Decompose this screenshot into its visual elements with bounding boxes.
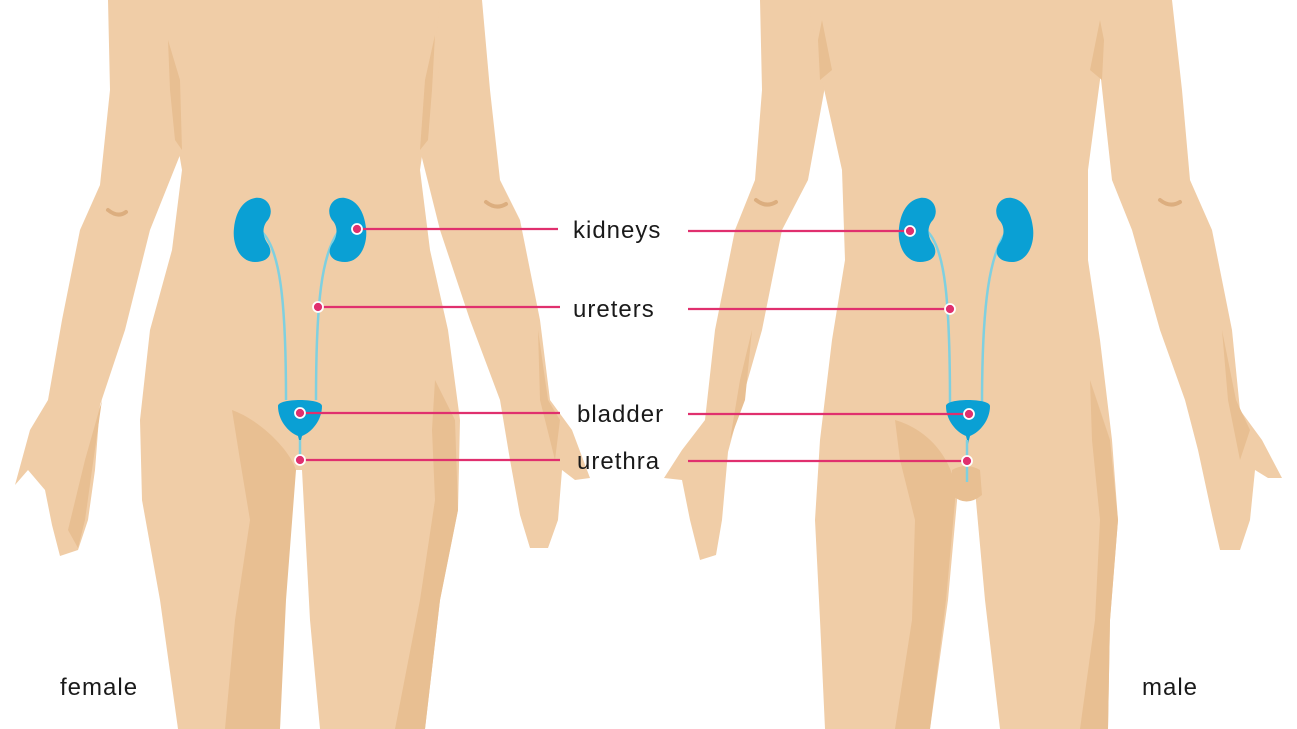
male-arm-shadow-right xyxy=(1222,330,1250,460)
female-torso xyxy=(140,0,460,729)
dot-kidneys-female xyxy=(351,223,363,235)
dot-bladder-male xyxy=(963,408,975,420)
label-bladder: bladder xyxy=(577,401,664,428)
male-elbow-crease-right xyxy=(1158,198,1182,207)
male-genital-shadow xyxy=(952,466,982,502)
dot-urethra-female xyxy=(294,454,306,466)
caption-male: male xyxy=(1142,674,1198,701)
female-elbow-crease-left xyxy=(106,208,128,217)
female-bladder xyxy=(278,400,322,444)
female-leg-shadow-left xyxy=(225,410,296,729)
male-bladder xyxy=(946,400,990,444)
male-left-arm xyxy=(664,0,828,560)
male-kidney-left xyxy=(898,197,936,262)
male-figure xyxy=(664,0,1282,729)
male-arm-shadow-left xyxy=(730,330,752,440)
male-leg-shadow-right xyxy=(1080,380,1118,729)
male-ureter-left xyxy=(927,231,952,406)
label-kidneys: kidneys xyxy=(573,217,661,244)
male-urinary-system xyxy=(898,197,1034,482)
male-leg-shadow-left xyxy=(895,420,956,729)
female-shoulder-shadow-left xyxy=(168,40,182,150)
female-ureter-right xyxy=(314,231,340,401)
dot-ureters-male xyxy=(944,303,956,315)
male-kidney-right xyxy=(996,197,1034,262)
female-kidney-left xyxy=(233,197,271,262)
male-shoulder-shadow-left xyxy=(818,20,832,80)
dot-ureters-female xyxy=(312,301,324,313)
female-ureter-left xyxy=(261,231,288,401)
male-right-arm xyxy=(1098,0,1282,550)
female-arm-shadow-right xyxy=(538,330,560,460)
female-arm-shadow-left xyxy=(68,400,102,548)
male-shoulder-shadow-right xyxy=(1090,20,1104,80)
label-urethra: urethra xyxy=(577,448,660,475)
dot-kidneys-male xyxy=(904,225,916,237)
male-ureter-right xyxy=(980,231,1008,406)
label-ureters: ureters xyxy=(573,296,655,323)
male-elbow-crease-left xyxy=(754,198,778,207)
female-elbow-crease-right xyxy=(484,200,508,209)
male-torso xyxy=(808,0,1118,729)
dot-bladder-female xyxy=(294,407,306,419)
female-shoulder-shadow-right xyxy=(420,35,435,150)
caption-female: female xyxy=(60,674,138,701)
female-kidney-right xyxy=(329,197,367,262)
leader-dots xyxy=(294,223,975,467)
dot-urethra-male xyxy=(961,455,973,467)
female-left-arm xyxy=(15,0,182,556)
female-leg-shadow-right xyxy=(395,380,458,729)
female-urinary-system xyxy=(233,197,367,462)
female-figure xyxy=(15,0,590,729)
leader-lines xyxy=(300,227,969,463)
